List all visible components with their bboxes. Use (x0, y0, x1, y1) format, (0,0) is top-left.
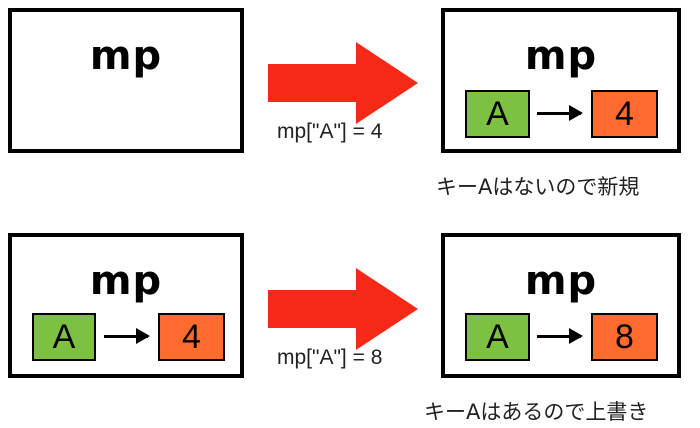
transition-arrow-2 (268, 268, 418, 350)
map-box-after-1: mp A 4 (441, 8, 681, 153)
map-key-cell: A (465, 90, 530, 138)
map-value-cell: 4 (591, 90, 658, 138)
operation-label-2: mp["A"] = 8 (277, 346, 383, 369)
map-title: mp (89, 258, 163, 304)
transition-arrow-1 (268, 42, 418, 124)
explanation-note-1: キーAはないので新規 (436, 175, 640, 199)
map-box-before-1: mp (8, 8, 244, 153)
operation-label-1: mp["A"] = 4 (277, 120, 383, 143)
map-key-cell: A (32, 313, 96, 361)
key-value-arrow (537, 328, 583, 344)
map-value-cell: 8 (591, 313, 658, 361)
map-box-before-2: mp A 4 (8, 233, 244, 378)
explanation-note-2: キーAはあるので上書き (424, 400, 649, 424)
map-value-cell: 4 (158, 313, 225, 361)
key-value-arrow (104, 328, 150, 344)
map-title: mp (89, 33, 163, 79)
key-value-arrow (537, 105, 583, 121)
map-key-cell: A (465, 313, 530, 361)
map-box-after-2: mp A 8 (441, 233, 681, 378)
map-title: mp (524, 258, 598, 304)
map-title: mp (524, 33, 598, 79)
